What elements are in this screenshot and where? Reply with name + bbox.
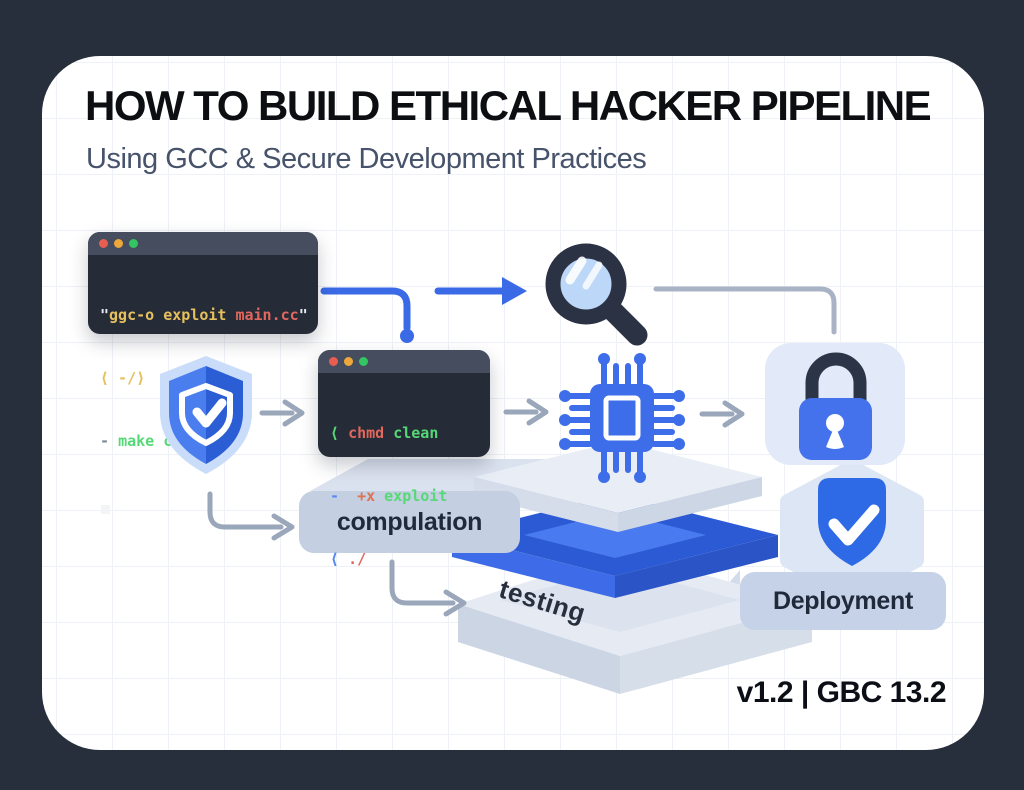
page-subtitle: Using GCC & Secure Development Practices	[86, 143, 647, 175]
code-token: -	[100, 432, 119, 450]
code-token: clean	[384, 424, 439, 442]
code-token: ./	[348, 550, 367, 568]
code-token: ⟨	[330, 550, 349, 568]
code-token: ⟨	[330, 424, 349, 442]
code-line: "ggc-o exploit main.cc"	[100, 305, 308, 326]
code-token: +x	[339, 487, 376, 505]
stage-deployment-label: Deployment	[772, 586, 914, 615]
stack-top-slab	[474, 441, 762, 532]
blue-right-arrow	[434, 277, 527, 305]
code-token: ggc-o exploit	[109, 306, 236, 324]
code-line: ⟨ -/⟩	[100, 368, 306, 389]
terminal-titlebar	[88, 232, 318, 255]
arrow-cpu-to-lock	[699, 400, 745, 428]
code-line: - +x exploit	[330, 486, 478, 507]
version-text: v1.2 | GBC 13.2	[736, 676, 947, 709]
code-token: main.cc	[235, 306, 299, 324]
page-title: HOW TO BUILD ETHICAL HACKER PIPELINE	[85, 82, 932, 129]
minimize-dot-icon	[344, 357, 353, 366]
check-mark-icon	[828, 504, 880, 546]
terminal-window-chmod: ⟨ chmd clean - +x exploit ⟨ ./	[318, 350, 490, 568]
shield-check-icon	[818, 478, 886, 566]
close-dot-icon	[329, 357, 338, 366]
shield-icon	[160, 356, 252, 474]
terminal-code: ⟨ chmd clean - +x exploit ⟨ ./	[318, 373, 490, 618]
code-token: -	[330, 487, 340, 505]
check-mark-icon	[192, 398, 227, 428]
terminal-titlebar	[318, 350, 490, 373]
code-token: "	[100, 306, 110, 324]
code-token: exploit	[375, 487, 448, 505]
code-line: ⟨ ./	[330, 549, 478, 570]
arrow-shield-to-compilation	[207, 491, 295, 541]
magnifier-icon	[545, 243, 648, 346]
lock-icon	[799, 352, 872, 460]
code-token: chmd	[348, 424, 385, 442]
arrow-terminal-to-cpu	[503, 398, 549, 426]
stage-deployment-bar: Deployment	[740, 572, 946, 630]
gray-elbow-line	[653, 286, 837, 335]
code-line: ⟨ chmd clean	[330, 423, 478, 444]
minimize-dot-icon	[114, 239, 123, 248]
lock-card	[765, 343, 905, 465]
terminal-window-build: "ggc-o exploit main.cc" ⟨ -/⟩ - make cle…	[88, 232, 318, 514]
cpu-chip-icon	[559, 353, 685, 483]
code-token: "	[298, 306, 308, 324]
stage-compilation-label: compulation	[336, 507, 483, 536]
maximize-dot-icon	[129, 239, 138, 248]
code-token: ⟨ -/⟩	[100, 369, 146, 387]
maximize-dot-icon	[359, 357, 368, 366]
close-dot-icon	[99, 239, 108, 248]
keyhole-icon	[826, 425, 844, 449]
terminal-cursor	[101, 505, 110, 514]
stage-compilation-bar: compulation	[299, 491, 520, 553]
arrow-shield-to-terminal	[259, 399, 305, 427]
blue-elbow-arrow	[320, 287, 414, 343]
terminal-code: "ggc-o exploit main.cc" ⟨ -/⟩ - make cle…	[88, 255, 318, 521]
arrow-compilation-to-testing	[389, 559, 467, 617]
